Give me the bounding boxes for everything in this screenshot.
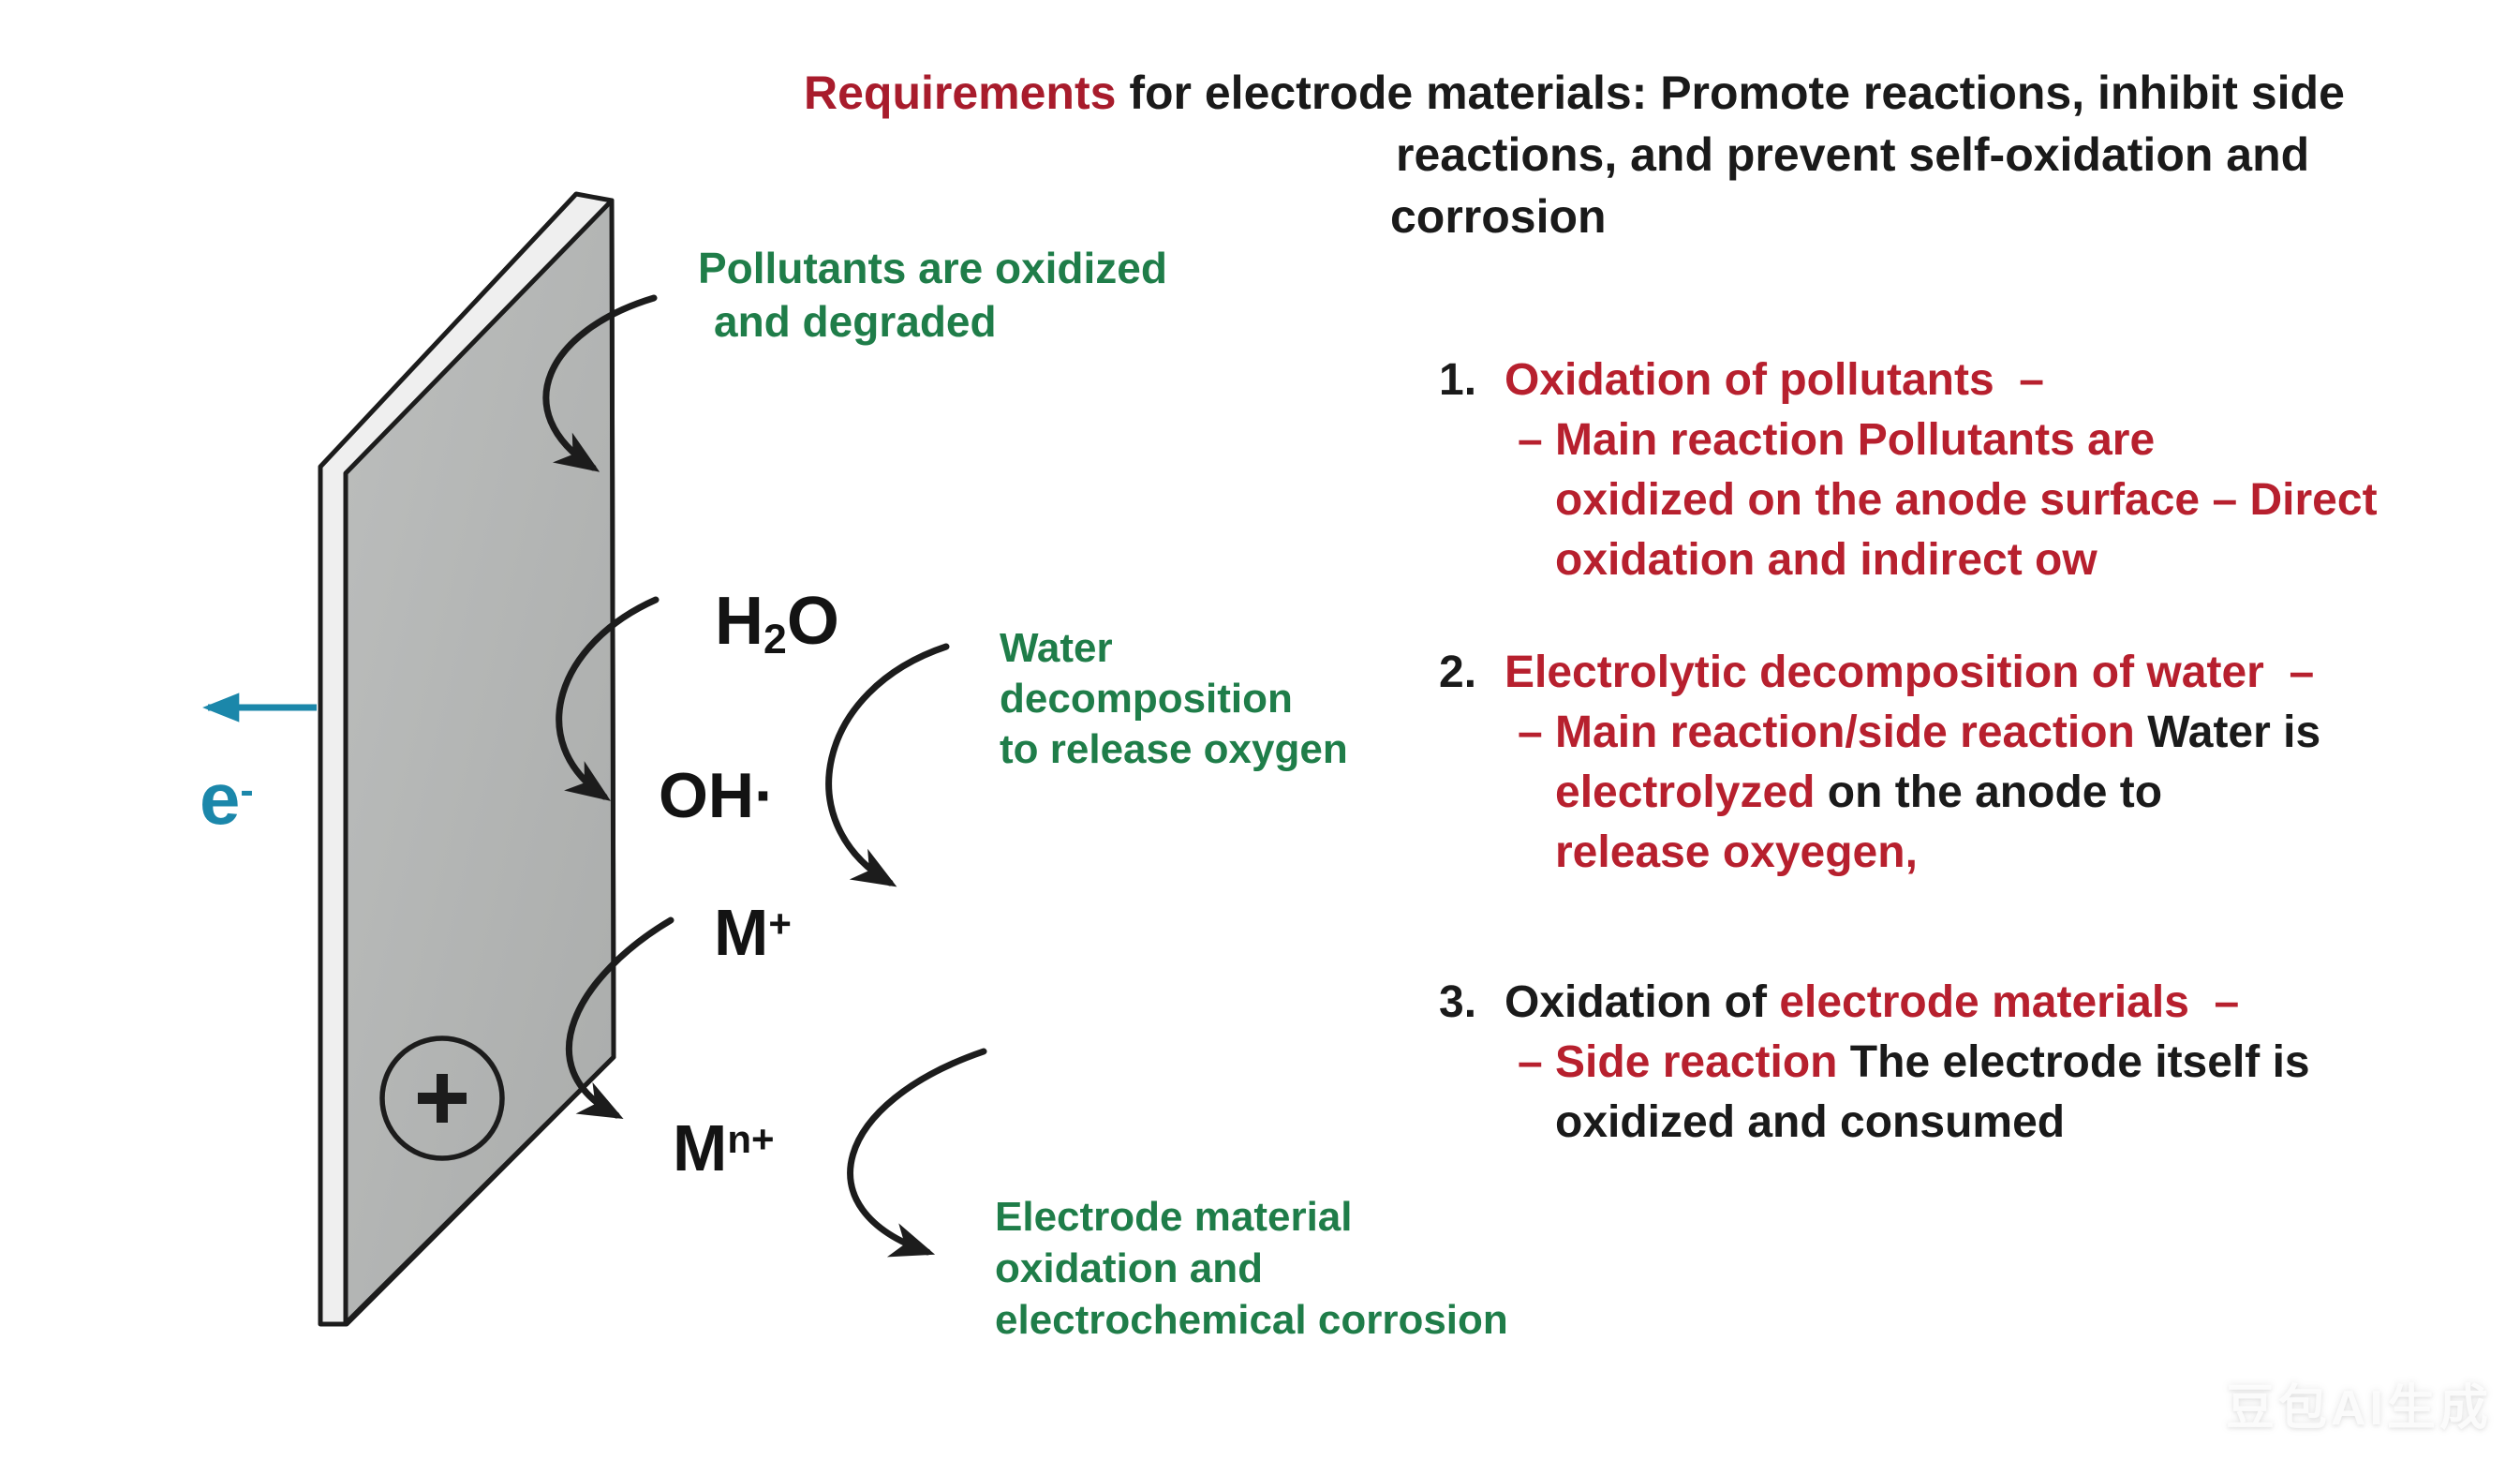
item1-sub3: oxidation and indirect ow [1555, 535, 2098, 585]
item3-sub1-black: The electrode itself is [1849, 1037, 2310, 1087]
note-water-line1: Water [1000, 625, 1113, 671]
note-pollutants-line2: and degraded [714, 297, 997, 346]
item2-sub3-red: release oxyegen, [1555, 827, 1918, 877]
list-item-water-decomposition: 2. Electrolytic decomposition of water –… [1439, 643, 2320, 883]
item2-sub1-red: – Main reaction/side reaction [1518, 708, 2148, 757]
item3-heading-red: electrode materials – [1779, 977, 2240, 1027]
plus-icon [418, 1074, 467, 1123]
label-m-n-plus: Mn+ [673, 1115, 775, 1181]
list-item-oxidation-of-pollutants: 1. Oxidation of pollutants – – Main reac… [1439, 350, 2378, 590]
m-plus-superscript: + [768, 901, 792, 946]
item3-sub2-black: oxidized and consumed [1555, 1097, 2066, 1147]
item3-sub1-red: – Side reaction [1518, 1037, 1850, 1087]
note-corrosion-line2: oxidation and [995, 1245, 1263, 1291]
label-hydroxyl-radical: OH· [659, 760, 776, 831]
title-line1-rest: for electrode materials: Promote reactio… [1116, 67, 2345, 119]
note-water-decomposition: Water decomposition to release oxygen [1000, 623, 1348, 775]
label-m-plus: M+ [714, 900, 792, 965]
h2o-base: H [715, 584, 763, 659]
arrow-water-decomposition [825, 643, 950, 887]
item1-sub1: – Main reaction Pollutants are [1518, 415, 2156, 465]
note-electrode-corrosion: Electrode material oxidation and electro… [995, 1191, 1508, 1346]
note-corrosion-line1: Electrode material [995, 1194, 1353, 1240]
label-h2o: H2O [715, 588, 839, 661]
electrode-front-face [343, 198, 616, 1326]
page-title-line2: reactions, and prevent self-oxidation an… [1396, 128, 2310, 181]
m-plus-base: M [714, 896, 769, 969]
note-pollutants-oxidized: Pollutants are oxidized and degraded [698, 242, 1167, 349]
list-item-2-number: 2. [1439, 648, 1477, 697]
arrow-m-to-mn [565, 916, 674, 1120]
note-corrosion-line3: electrochemical corrosion [995, 1297, 1508, 1343]
note-water-line3: to release oxygen [1000, 726, 1348, 772]
label-electron: e- [200, 762, 254, 835]
title-highlight: Requirements [804, 67, 1117, 119]
item2-heading: Electrolytic decomposition of water – [1505, 648, 2315, 697]
item2-sub1-black: Water is [2147, 708, 2321, 757]
arrow-electrode-corrosion [847, 1048, 987, 1258]
page-title-line3: corrosion [1390, 190, 1607, 243]
arrow-pollutants-to-anode [542, 294, 658, 472]
m-n-plus-superscript: n+ [727, 1117, 775, 1162]
h2o-subscript: 2 [763, 616, 787, 663]
item2-sub2-black: on the anode to [1827, 767, 2163, 817]
list-item-1-number: 1. [1439, 355, 1477, 405]
item3-heading-black: Oxidation of [1505, 977, 1780, 1027]
note-water-line2: decomposition [1000, 676, 1293, 722]
h2o-tail: O [786, 584, 839, 659]
electron-base: e [200, 757, 241, 840]
m-n-plus-base: M [673, 1111, 728, 1184]
page-title-line1: Requirements for electrode materials: Pr… [804, 69, 2345, 116]
list-item-electrode-oxidation: 3. Oxidation of electrode materials – – … [1439, 973, 2310, 1153]
electron-superscript: - [240, 767, 254, 813]
arrow-h2o-to-oh [556, 596, 660, 801]
item1-heading: Oxidation of pollutants – [1505, 355, 2044, 405]
item2-sub2-red: electrolyzed [1555, 767, 1828, 817]
list-item-3-number: 3. [1439, 977, 1477, 1027]
item1-sub2: oxidized on the anode surface – Direct [1555, 475, 2378, 525]
anode-plus-circle [379, 1035, 505, 1161]
note-pollutants-line1: Pollutants are oxidized [698, 244, 1167, 292]
ai-watermark: 豆包AI生成 [2226, 1381, 2493, 1436]
